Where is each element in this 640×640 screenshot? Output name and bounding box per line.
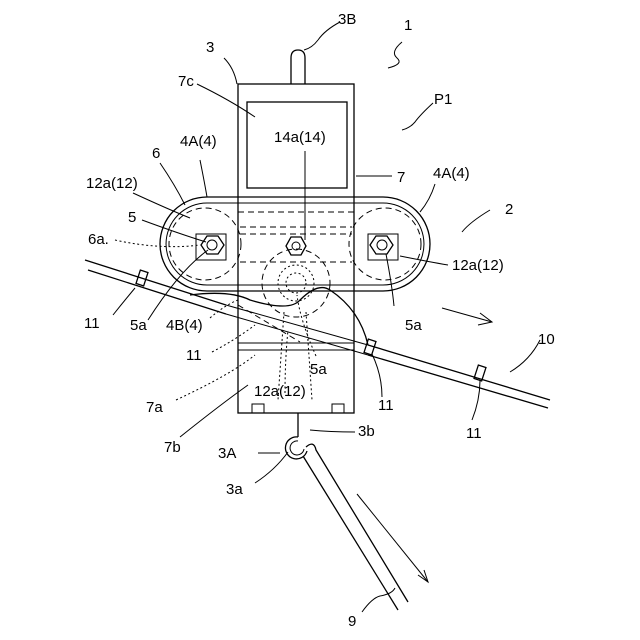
top-shaft <box>291 50 305 84</box>
rope-9 <box>303 444 408 610</box>
right-axle <box>368 234 398 260</box>
right-pulley <box>349 208 421 280</box>
reference-labels: 1 3B 3 P1 7c 4A(4) 14a(14) 6 7 4A(4) 12a… <box>84 11 555 630</box>
center-nut <box>286 237 306 255</box>
label-3a: 3a <box>226 481 243 498</box>
label-5: 5 <box>128 209 136 226</box>
label-4B: 4B(4) <box>166 317 203 334</box>
pulley-cover <box>160 197 430 291</box>
label-7b: 7b <box>164 439 181 456</box>
label-14a: 14a(14) <box>274 129 326 146</box>
label-1: 1 <box>404 17 412 34</box>
label-7c: 7c <box>178 73 194 90</box>
travel-arrow-down <box>357 494 428 582</box>
label-7: 7 <box>397 169 405 186</box>
label-5a-center: 5a <box>310 361 327 378</box>
label-6a: 6a. <box>88 231 109 248</box>
label-10: 10 <box>538 331 555 348</box>
label-9: 9 <box>348 613 356 630</box>
travel-arrow-right <box>442 308 492 325</box>
label-12a-right: 12a(12) <box>452 257 504 274</box>
label-12a-left: 12a(12) <box>86 175 138 192</box>
label-2: 2 <box>505 201 513 218</box>
label-3: 3 <box>206 39 214 56</box>
label-6: 6 <box>152 145 160 162</box>
label-12a-bottom: 12a(12) <box>254 383 306 400</box>
label-11-left: 11 <box>84 315 100 332</box>
left-pulley <box>169 208 241 280</box>
bottom-hook <box>285 413 307 459</box>
label-7a: 7a <box>146 399 163 416</box>
label-3A: 3A <box>218 445 236 462</box>
label-11-mid: 11 <box>378 397 394 414</box>
label-11-right: 11 <box>466 425 482 442</box>
label-5a-left: 5a <box>130 317 147 334</box>
label-11-center: 11 <box>186 347 202 364</box>
center-pulley <box>262 249 330 317</box>
label-4A-right: 4A(4) <box>433 165 470 182</box>
label-3B: 3B <box>338 11 356 28</box>
label-P1: P1 <box>434 91 452 108</box>
label-3b: 3b <box>358 423 375 440</box>
label-5a-right: 5a <box>405 317 422 334</box>
label-4A-top: 4A(4) <box>180 133 217 150</box>
